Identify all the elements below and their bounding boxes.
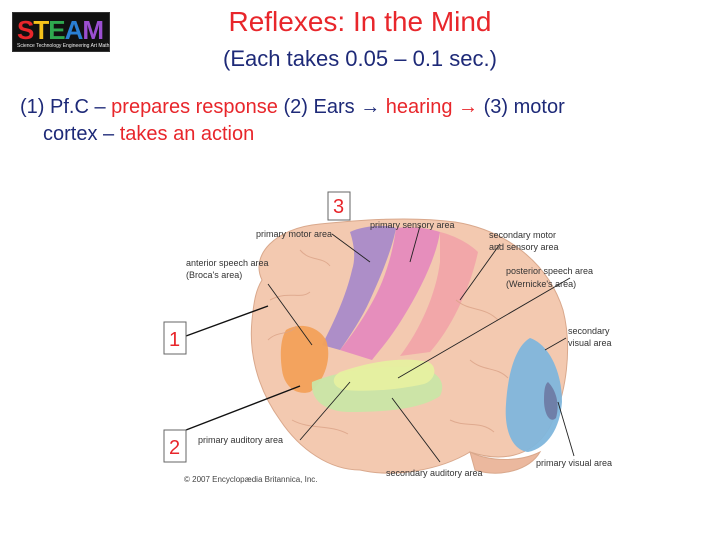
marker-2-number: 2 [169, 437, 180, 459]
body-text: (1) Pf.C – prepares response (2) Ears → … [20, 94, 700, 148]
marker-3: 3 [327, 191, 351, 221]
slide-subtitle: (Each takes 0.05 – 0.1 sec.) [223, 46, 497, 71]
label-secondary-motor-2: and sensory area [489, 242, 559, 252]
marker-pointers [185, 305, 301, 431]
label-posterior-speech-1: posterior speech area [506, 266, 593, 276]
leader-lines [267, 225, 575, 463]
step-2-text: hearing → [385, 96, 479, 118]
step-3-label: motor [513, 96, 565, 118]
secondary-motor-region [400, 232, 478, 356]
label-posterior-speech-2: (Wernicke's area) [506, 279, 576, 289]
slide-title: Reflexes: In the Mind [228, 6, 492, 37]
cerebellum [469, 450, 542, 474]
step-3-text: takes an action [119, 123, 255, 145]
label-anterior-speech-2: (Broca's area) [186, 270, 242, 280]
brain-folds [267, 249, 509, 435]
step-1-text: prepares response [111, 96, 278, 118]
primary-motor-region [322, 225, 396, 350]
marker-3-number: 3 [333, 196, 344, 218]
step-2-number: (2) [283, 96, 308, 118]
label-primary-sensory: primary sensory area [370, 220, 455, 230]
label-primary-motor: primary motor area [256, 229, 332, 239]
label-secondary-auditory: secondary auditory area [386, 468, 483, 478]
visual-region [505, 338, 562, 452]
step-3-number: (3) [483, 96, 509, 118]
marker-2: 2 [163, 429, 187, 463]
label-secondary-visual-2: visual area [568, 338, 612, 348]
step-1-label: Pf.C – [50, 96, 106, 118]
broca-region [280, 325, 329, 393]
label-primary-auditory: primary auditory area [198, 435, 283, 445]
label-primary-visual: primary visual area [536, 458, 612, 468]
step-3-label-2: cortex – [43, 123, 115, 145]
primary-visual-region [544, 382, 558, 420]
logo-text: STEAM [17, 15, 104, 45]
primary-sensory-region [340, 227, 440, 360]
label-anterior-speech-1: anterior speech area [186, 258, 269, 268]
copyright-text: © 2007 Encyclopædia Britannica, Inc. [184, 475, 318, 484]
label-secondary-visual-1: secondary [568, 326, 610, 336]
step-1-number: (1) [20, 96, 45, 118]
step-2-label: Ears → [313, 96, 381, 118]
marker-1: 1 [163, 321, 187, 355]
label-secondary-motor-1: secondary motor [489, 230, 556, 240]
steam-logo: STEAM Science Technology Engineering Art… [12, 12, 110, 52]
primary-auditory-region [333, 359, 435, 391]
logo-tagline: Science Technology Engineering Art Math [17, 43, 110, 49]
marker-1-number: 1 [169, 329, 180, 351]
